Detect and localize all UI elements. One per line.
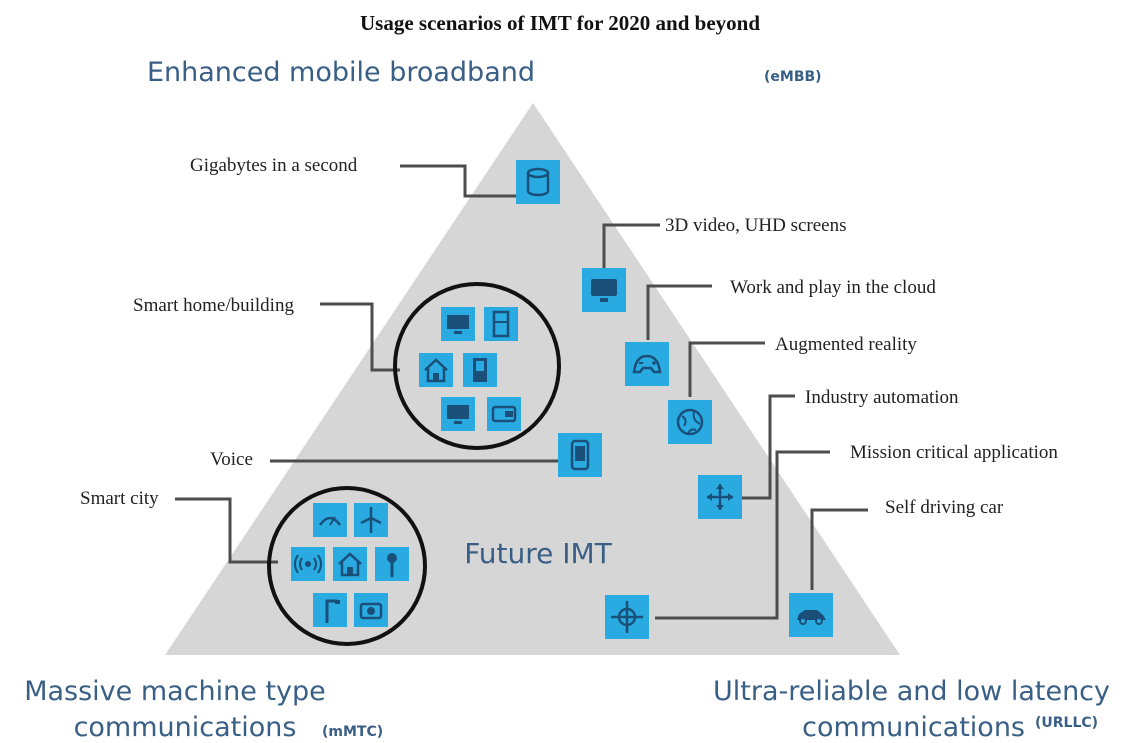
monitor-icon [441,397,475,431]
car-icon [789,593,833,637]
diagram-title: Usage scenarios of IMT for 2020 and beyo… [360,11,760,35]
wallet-icon [487,397,521,431]
leader-industry [740,394,795,500]
database-icon [516,160,560,204]
urllc-abbr: (URLLC) [1035,715,1098,731]
leader-ar [688,341,765,397]
leader-gigabytes [400,164,518,198]
door-icon [463,353,497,387]
leader-smart-city [175,497,278,564]
game-controller-icon [625,342,669,386]
label-cloud: Work and play in the cloud [730,277,936,298]
label-mission: Mission critical application [850,442,1058,463]
streetlight-icon [313,593,347,627]
label-car: Self driving car [885,497,1004,518]
label-ar: Augmented reality [775,334,917,355]
globe-icon [668,400,712,444]
label-gigabytes: Gigabytes in a second [190,155,358,176]
tv-icon [441,307,475,341]
label-video: 3D video, UHD screens [665,215,847,236]
smart-home-circle [393,282,561,450]
mmtc-label-line1: Massive machine type [24,676,326,707]
embb-abbr: (eMBB) [764,69,822,85]
house-icon [419,353,453,387]
camera-icon [354,593,388,627]
future-imt-label: Future IMT [464,537,612,570]
turbine-icon [354,503,388,537]
leader-lines [175,164,868,620]
label-smart-city: Smart city [80,488,159,509]
embb-label: Enhanced mobile broadband [147,57,535,88]
urllc-label-line2: communications [802,712,1025,743]
mmtc-abbr: (mMTC) [322,724,383,740]
label-industry: Industry automation [805,387,959,408]
urllc-label-line1: Ultra-reliable and low latency [713,676,1110,707]
house-icon [333,547,367,581]
mmtc-label-line2: communications [74,712,297,743]
signal-icon [291,547,325,581]
leader-video [602,223,660,270]
label-voice: Voice [210,449,253,470]
phone-icon [558,433,602,477]
leader-smart-home [320,302,400,372]
tower-icon [375,547,409,581]
leader-car [810,508,868,590]
label-smart-home: Smart home/building [133,295,294,316]
leader-cloud [646,284,712,340]
crosshair-icon [605,595,649,639]
smart-city-circle [267,486,427,646]
meter-icon [313,503,347,537]
monitor-icon [582,268,626,312]
fridge-icon [484,307,518,341]
arrows-icon [698,475,742,519]
leader-mission [655,450,830,620]
